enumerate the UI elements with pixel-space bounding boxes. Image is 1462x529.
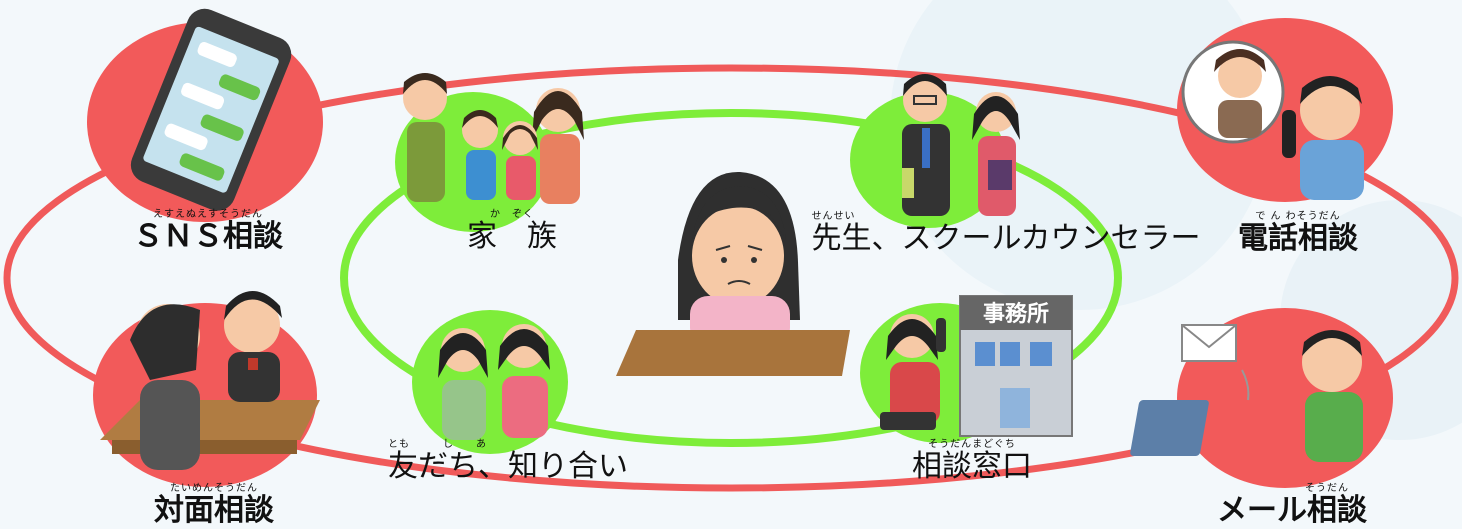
title-teacher: 先生、スクールカウンセラー (811, 221, 1201, 256)
outer-node-face (93, 291, 320, 487)
inner-node-office: 事務所 (860, 295, 1073, 443)
label-face: たいめんそうだん 対面相談 (154, 484, 274, 526)
family-icon (403, 73, 584, 204)
label-teacher: せんせい 先生、スクールカウンセラー (811, 212, 1200, 254)
title-mail: メール相談 (1217, 493, 1367, 528)
title-friends: 友だち、知り合い (388, 449, 628, 484)
label-phone: で ん わそうだん 電話相談 (1238, 212, 1358, 254)
label-friends: とも し あ 友だち、知り合い (388, 440, 628, 482)
worried-person-icon (678, 171, 800, 346)
title-family: 家 族 (467, 219, 557, 254)
inner-node-friends (412, 310, 568, 454)
ruby-mail: そうだん (1305, 483, 1349, 494)
teachers-icon (902, 74, 1020, 216)
label-mail: そうだん メール相談 (1217, 484, 1367, 526)
ruby-face: たいめんそうだん (170, 483, 258, 494)
inner-ring (340, 109, 1122, 447)
label-office: そうだんまどぐち 相談窓口 (912, 440, 1032, 482)
telephone-icon (1181, 40, 1364, 200)
ruby-phone: で ん わそうだん (1255, 211, 1341, 222)
face-to-face-icon (100, 291, 320, 470)
outer-ring (3, 64, 1459, 492)
title-phone: 電話相談 (1238, 221, 1358, 256)
ruby-family: か ぞく (490, 209, 534, 220)
email-laptop-icon (1130, 324, 1363, 462)
smartphone-chat-icon (130, 8, 292, 211)
ruby-office: そうだんまどぐち (928, 439, 1016, 450)
outer-node-mail (1130, 308, 1393, 488)
outer-node-sns (87, 8, 323, 222)
desk (616, 330, 850, 376)
office-sign: 事務所 (983, 301, 1049, 327)
background-decoration (890, 0, 1270, 310)
inner-node-family (395, 73, 584, 232)
ruby-sns: えすえぬえすそうだん (153, 209, 263, 220)
office-building-icon: 事務所 (880, 295, 1073, 437)
ruby-teacher: せんせい (811, 211, 856, 222)
center-node (616, 171, 850, 376)
title-office: 相談窓口 (912, 449, 1032, 484)
outer-node-phone (1177, 18, 1393, 202)
friends-icon (438, 324, 550, 440)
ruby-friends: とも し あ (388, 439, 487, 450)
inner-node-teacher (850, 74, 1020, 228)
title-face: 対面相談 (154, 493, 274, 528)
title-sns: ＳＮＳ相談 (133, 219, 283, 254)
label-family: か ぞく 家 族 (467, 210, 557, 252)
label-sns: えすえぬえすそうだん ＳＮＳ相談 (133, 210, 283, 252)
